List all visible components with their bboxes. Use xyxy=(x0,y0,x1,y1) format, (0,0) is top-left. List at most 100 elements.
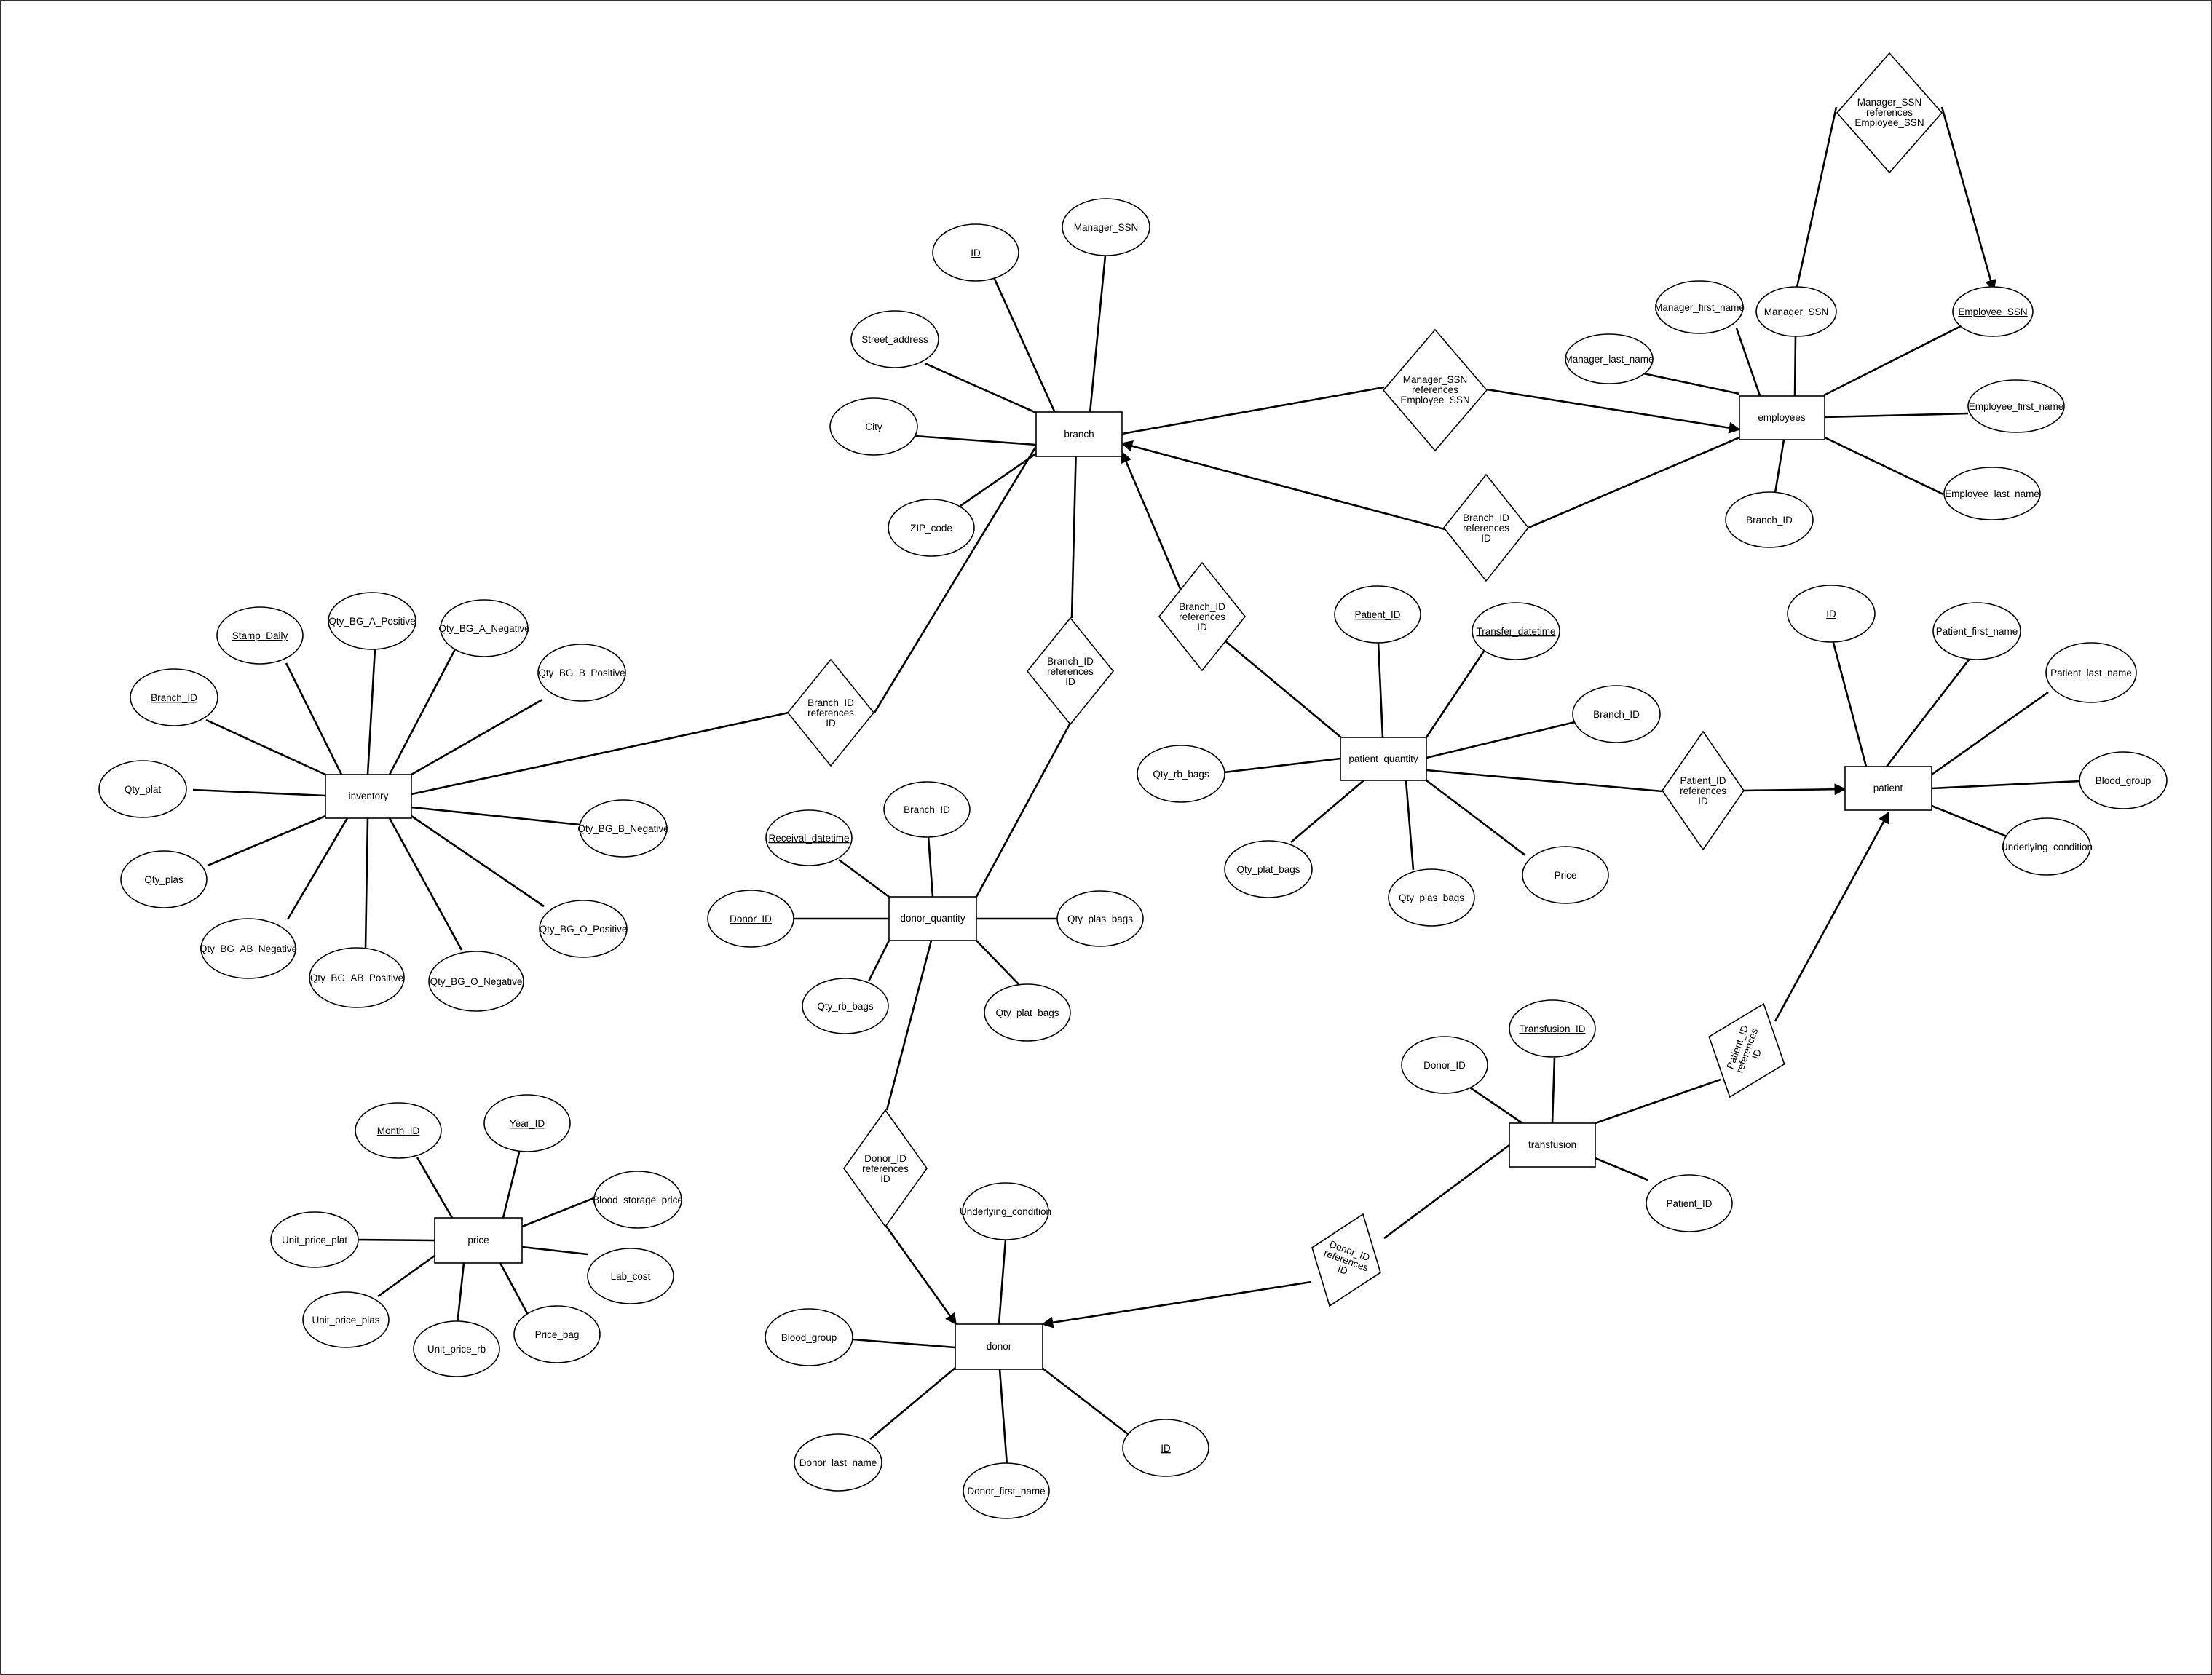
attr-inventory-qty-plat[interactable]: Qty_plat xyxy=(98,760,187,818)
svg-text:Month_ID: Month_ID xyxy=(377,1125,420,1136)
attr-patient-first-name[interactable]: Patient_first_name xyxy=(1932,602,2021,660)
svg-text:Qty_plas_bags: Qty_plas_bags xyxy=(1399,892,1464,903)
attr-price-unit-price-rb[interactable]: Unit_price_rb xyxy=(413,1320,500,1377)
svg-text:Qty_BG_B_Positive: Qty_BG_B_Positive xyxy=(538,668,625,678)
relationship-inventory-branch[interactable]: Branch_ID references ID xyxy=(786,658,875,767)
svg-text:Branch_ID: Branch_ID xyxy=(904,804,950,815)
attr-price-year-id[interactable]: Year_ID xyxy=(483,1094,571,1152)
attr-transfusion-donor-id[interactable]: Donor_ID xyxy=(1401,1036,1488,1094)
attr-inventory-qty-bg-b-positive[interactable]: Qty_BG_B_Positive xyxy=(537,644,626,702)
svg-text:Manager_SSN: Manager_SSN xyxy=(1857,97,1922,108)
attr-branch-manager-ssn[interactable]: Manager_SSN xyxy=(1062,198,1150,256)
entity-employees[interactable]: employees xyxy=(1739,395,1825,440)
relationship-manager-top[interactable]: Manager_SSN references Employee_SSN xyxy=(1836,52,1943,174)
svg-text:Stamp_Daily: Stamp_Daily xyxy=(232,630,288,641)
attr-transfusion-id[interactable]: Transfusion_ID xyxy=(1509,999,1596,1058)
relationship-patient-quantity-patient[interactable]: Patient_ID references ID xyxy=(1662,730,1745,851)
svg-text:Year_ID: Year_ID xyxy=(510,1118,545,1129)
attr-donor-first-name[interactable]: Donor_first_name xyxy=(963,1462,1050,1519)
attr-pq-price[interactable]: Price xyxy=(1522,846,1609,904)
attr-patient-blood-group[interactable]: Blood_group xyxy=(2079,751,2168,809)
svg-text:ID: ID xyxy=(1750,1048,1763,1061)
attr-patient-underlying-condition[interactable]: Underlying_condition xyxy=(2001,817,2093,876)
entity-transfusion[interactable]: transfusion xyxy=(1509,1122,1596,1168)
attr-employees-manager-last-name[interactable]: Manager_last_name xyxy=(1564,333,1654,384)
svg-text:references: references xyxy=(807,708,854,718)
entity-patient[interactable]: patient xyxy=(1844,766,1932,811)
relationship-manager-branch[interactable]: Manager_SSN references Employee_SSN xyxy=(1382,328,1488,452)
attr-dq-qty-plat-bags[interactable]: Qty_plat_bags xyxy=(984,983,1071,1042)
attr-inventory-branch-id[interactable]: Branch_ID xyxy=(130,668,218,726)
svg-text:Qty_BG_O_Negative: Qty_BG_O_Negative xyxy=(430,976,523,987)
attr-patient-last-name[interactable]: Patient_last_name xyxy=(2045,642,2137,703)
relationship-donor-quantity-donor[interactable]: Donor_ID references ID xyxy=(843,1109,928,1228)
attr-donor-underlying-condition[interactable]: Underlying_condition xyxy=(960,1182,1051,1240)
entity-donor-quantity[interactable]: donor_quantity xyxy=(888,896,977,941)
attr-branch-id[interactable]: ID xyxy=(932,223,1019,282)
attr-price-lab-cost[interactable]: Lab_cost xyxy=(587,1248,674,1304)
attr-pq-qty-rb-bags[interactable]: Qty_rb_bags xyxy=(1137,745,1225,803)
relationship-patient-quantity-branch[interactable]: Branch_ID references ID xyxy=(1158,561,1247,672)
attr-inventory-qty-bg-a-positive[interactable]: Qty_BG_A_Positive xyxy=(328,592,416,650)
svg-text:Employee_SSN: Employee_SSN xyxy=(1958,306,2027,317)
relationship-donor-quantity-branch[interactable]: Branch_ID references ID xyxy=(1026,617,1115,726)
attr-employees-employee-ssn[interactable]: Employee_SSN xyxy=(1952,286,2034,337)
attr-branch-city[interactable]: City xyxy=(829,397,918,456)
attr-pq-qty-plat-bags[interactable]: Qty_plat_bags xyxy=(1224,840,1313,898)
attr-pq-patient-id[interactable]: Patient_ID xyxy=(1334,585,1421,644)
attr-employees-employee-first-name[interactable]: Employee_first_name xyxy=(1967,379,2065,433)
attr-inventory-qty-bg-o-positive[interactable]: Qty_BG_O_Positive xyxy=(539,900,628,958)
attr-pq-branch-id[interactable]: Branch_ID xyxy=(1572,685,1661,743)
attr-employees-branch-id[interactable]: Branch_ID xyxy=(1725,491,1814,548)
entity-branch[interactable]: branch xyxy=(1035,411,1123,457)
attr-inventory-qty-bg-o-negative[interactable]: Qty_BG_O_Negative xyxy=(428,951,524,1012)
attr-donor-blood-group[interactable]: Blood_group xyxy=(765,1308,853,1366)
attr-patient-id[interactable]: ID xyxy=(1787,585,1876,643)
svg-text:Branch_ID: Branch_ID xyxy=(1746,515,1793,526)
svg-text:ID: ID xyxy=(1826,609,1836,619)
entity-donor[interactable]: donor xyxy=(955,1323,1043,1370)
attr-employees-manager-first-name[interactable]: Manager_first_name xyxy=(1654,280,1745,334)
entity-inventory[interactable]: inventory xyxy=(325,774,412,819)
attr-dq-qty-plas-bags[interactable]: Qty_plas_bags xyxy=(1056,890,1144,947)
attr-inventory-qty-bg-ab-negative[interactable]: Qty_BG_AB_Negative xyxy=(200,918,297,979)
attr-price-blood-storage-price[interactable]: Blood_storage_price xyxy=(593,1171,683,1229)
attr-inventory-qty-plas[interactable]: Qty_plas xyxy=(120,850,208,908)
attr-donor-id[interactable]: ID xyxy=(1122,1419,1209,1477)
svg-text:Manager_SSN: Manager_SSN xyxy=(1403,374,1468,385)
svg-text:Branch_ID: Branch_ID xyxy=(1179,601,1225,612)
svg-text:Employee_first_name: Employee_first_name xyxy=(1969,401,2064,412)
svg-text:transfusion: transfusion xyxy=(1528,1139,1576,1150)
attr-price-unit-price-plas[interactable]: Unit_price_plas xyxy=(302,1291,390,1348)
relationship-transfusion-patient[interactable]: Patient_ID references ID xyxy=(1692,990,1801,1110)
attr-pq-transfer-datetime[interactable]: Transfer_datetime xyxy=(1472,602,1560,660)
attr-inventory-qty-bg-b-negative[interactable]: Qty_BG_B_Negative xyxy=(577,799,669,858)
entity-price[interactable]: price xyxy=(434,1217,523,1264)
attr-employees-employee-last-name[interactable]: Employee_last_name xyxy=(1943,467,2041,520)
relationship-transfusion-donor[interactable]: Donor_ID references ID xyxy=(1295,1202,1397,1318)
attr-dq-qty-rb-bags[interactable]: Qty_rb_bags xyxy=(802,978,889,1034)
svg-text:ID: ID xyxy=(1161,1443,1171,1454)
svg-text:ID: ID xyxy=(1197,622,1207,633)
attr-price-price-bag[interactable]: Price_bag xyxy=(513,1305,601,1363)
entity-patient-quantity[interactable]: patient_quantity xyxy=(1340,737,1427,781)
attr-inventory-qty-bg-a-negative[interactable]: Qty_BG_A_Negative xyxy=(438,599,530,657)
relationship-employee-branch[interactable]: Branch_ID references ID xyxy=(1442,473,1530,582)
attr-price-month-id[interactable]: Month_ID xyxy=(355,1102,442,1159)
attr-inventory-stamp-daily[interactable]: Stamp_Daily xyxy=(216,606,304,665)
attr-dq-donor-id[interactable]: Donor_ID xyxy=(707,890,794,948)
svg-text:Qty_plas_bags: Qty_plas_bags xyxy=(1067,914,1133,924)
attr-employees-manager-ssn[interactable]: Manager_SSN xyxy=(1755,286,1837,337)
attr-dq-branch-id[interactable]: Branch_ID xyxy=(883,781,971,838)
svg-text:Branch_ID: Branch_ID xyxy=(807,697,854,708)
attr-inventory-qty-bg-ab-positive[interactable]: Qty_BG_AB_Positive xyxy=(309,947,405,1008)
svg-text:Transfer_datetime: Transfer_datetime xyxy=(1476,626,1555,637)
attr-price-unit-price-plat[interactable]: Unit_price_plat xyxy=(270,1211,359,1268)
attr-branch-street-address[interactable]: Street_address xyxy=(850,310,939,368)
svg-text:Qty_rb_bags: Qty_rb_bags xyxy=(817,1001,874,1012)
attr-transfusion-patient-id[interactable]: Patient_ID xyxy=(1646,1174,1733,1232)
attr-branch-zip-code[interactable]: ZIP_code xyxy=(888,499,975,557)
attr-pq-qty-plas-bags[interactable]: Qty_plas_bags xyxy=(1388,868,1475,927)
attr-dq-receival-datetime[interactable]: Receival_datetime xyxy=(765,809,853,866)
attr-donor-last-name[interactable]: Donor_last_name xyxy=(794,1433,882,1492)
